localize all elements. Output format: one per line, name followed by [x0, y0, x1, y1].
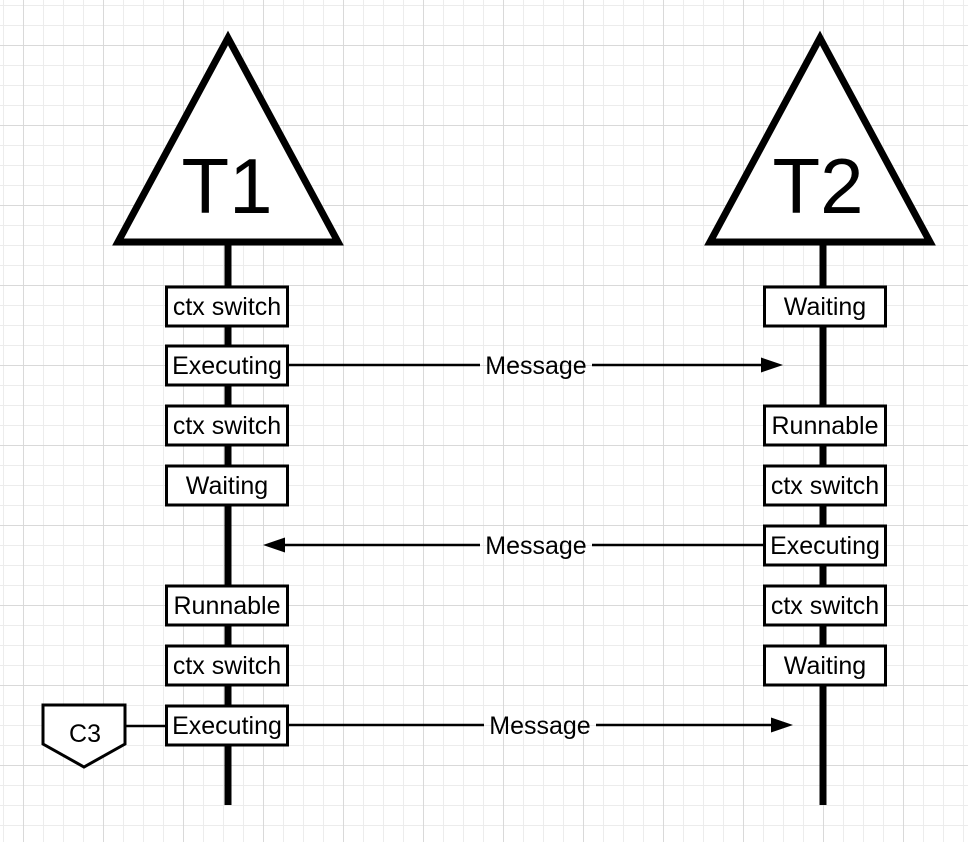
message-3-arrowhead-right — [771, 717, 793, 733]
t1-state-label: Runnable — [173, 592, 280, 620]
t1-state-box[interactable] — [165, 404, 289, 447]
t1-triangle-head[interactable] — [112, 30, 344, 246]
t2-state-box[interactable] — [763, 644, 887, 687]
t2-label: T2 — [772, 142, 863, 230]
c3-pennant-shape — [41, 703, 127, 769]
t2-state-label: ctx switch — [771, 592, 879, 620]
t1-state-box[interactable] — [165, 584, 289, 627]
t1-state-box[interactable] — [165, 464, 289, 507]
t1-state-box[interactable] — [165, 704, 289, 747]
t2-state-label: Runnable — [771, 412, 878, 440]
t1-state-label: Executing — [172, 712, 282, 740]
t1-state-label: Waiting — [186, 472, 268, 500]
message-1-arrowhead-right — [761, 357, 783, 373]
t2-triangle-head[interactable] — [704, 30, 936, 246]
t1-state-box[interactable] — [165, 644, 289, 687]
t2-state-box[interactable] — [763, 464, 887, 507]
t2-state-box[interactable] — [763, 524, 887, 567]
annotation-c3[interactable]: C3 — [41, 703, 167, 769]
message-arrow-1[interactable]: Message — [288, 352, 783, 380]
t1-state-label: Executing — [172, 352, 282, 380]
t2-state-label: Waiting — [784, 652, 866, 680]
t1-state-label: ctx switch — [173, 652, 281, 680]
t2-state-label: Waiting — [784, 293, 866, 321]
message-arrow-2[interactable]: Message — [263, 532, 764, 560]
c3-label: C3 — [69, 720, 101, 748]
t1-state-label: ctx switch — [173, 412, 281, 440]
message-2-arrowhead-left — [263, 537, 285, 553]
t2-state-box[interactable] — [763, 404, 887, 447]
t2-state-box[interactable] — [763, 584, 887, 627]
message-arrow-3[interactable]: Message — [288, 712, 793, 740]
t2-state-box[interactable] — [763, 285, 887, 328]
t2-state-label: ctx switch — [771, 472, 879, 500]
t2-state-label: Executing — [770, 532, 880, 560]
message-3-label: Message — [489, 712, 590, 740]
t1-state-label: ctx switch — [173, 293, 281, 321]
message-1-label: Message — [485, 352, 586, 380]
message-2-label: Message — [485, 532, 586, 560]
t1-label: T1 — [181, 142, 272, 230]
t1-state-box[interactable] — [165, 285, 289, 328]
thread-t2: T2 Waiting Runnable ctx switch Executing… — [704, 30, 936, 805]
thread-t1: T1 ctx switch Executing ctx switch Waiti… — [112, 30, 344, 805]
t1-state-box[interactable] — [165, 344, 289, 387]
